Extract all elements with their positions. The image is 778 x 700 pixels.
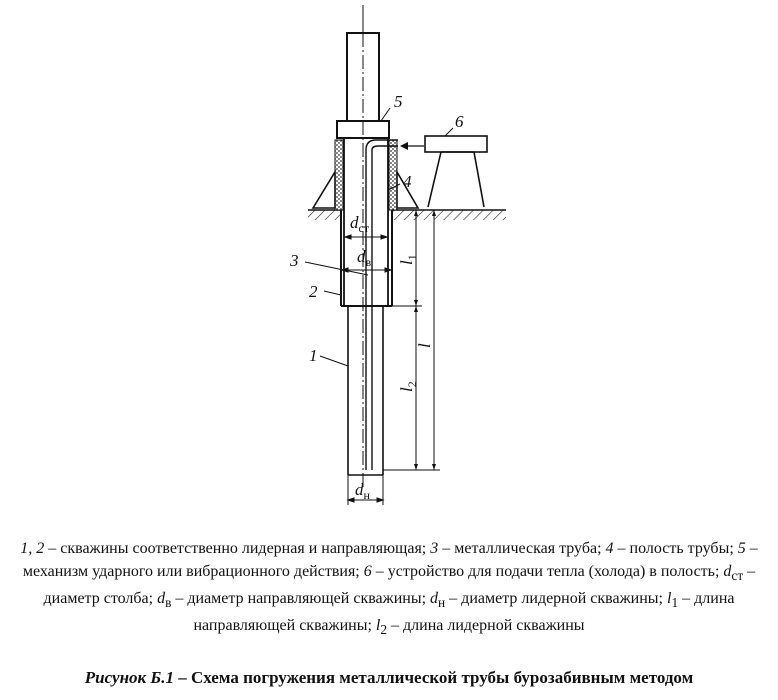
metal-pipe bbox=[343, 138, 389, 306]
caption-number: Рисунок Б.1 bbox=[84, 668, 174, 687]
leader-borehole bbox=[347, 306, 384, 476]
cavity-fill-right bbox=[388, 139, 398, 211]
heat-supply-device bbox=[424, 135, 488, 208]
label-l: l bbox=[415, 343, 434, 348]
dim-d-n bbox=[346, 475, 385, 505]
label-5: 5 bbox=[394, 92, 403, 111]
ground-right bbox=[392, 209, 506, 220]
dim-d-st bbox=[343, 234, 389, 240]
label-6: 6 bbox=[455, 112, 464, 131]
wedge-right bbox=[396, 169, 420, 209]
label-2: 2 bbox=[309, 282, 318, 301]
inner-tubes bbox=[365, 139, 398, 470]
label-3: 3 bbox=[289, 251, 299, 270]
label-d-st: dст bbox=[350, 213, 370, 235]
dim-arrow-heads bbox=[414, 210, 436, 470]
leader-lines bbox=[304, 107, 454, 367]
label-1: 1 bbox=[309, 346, 318, 365]
cavity-fill-left bbox=[334, 139, 344, 211]
figure-legend: 1, 2 – скважины соответственно лидерная … bbox=[20, 540, 758, 638]
supply-arrow-head bbox=[400, 142, 408, 150]
label-l1: l1 bbox=[397, 254, 419, 265]
label-d-v: dв bbox=[357, 247, 372, 269]
ground-left bbox=[308, 209, 341, 220]
label-d-n: dн bbox=[355, 480, 371, 502]
pipe-driving-diagram: 5 6 4 3 2 1 dст dв dн l1 l2 l bbox=[289, 5, 506, 505]
wedge-left bbox=[311, 169, 336, 209]
figure-caption: Рисунок Б.1 – Схема погружения металличе… bbox=[0, 668, 778, 688]
label-l2: l2 bbox=[397, 381, 419, 392]
label-4: 4 bbox=[403, 172, 412, 191]
caption-text: – Схема погружения металлической трубы б… bbox=[173, 668, 694, 687]
